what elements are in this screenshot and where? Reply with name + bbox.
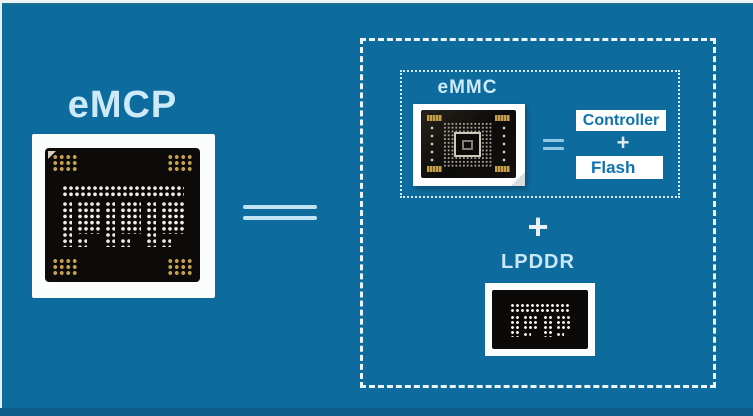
gold-pad-bar (427, 115, 442, 121)
bottom-edge-strip (0, 408, 753, 416)
lpddr-chip-body (492, 290, 588, 349)
lpddr-chip-image (485, 283, 595, 356)
side-pad-column (430, 124, 434, 164)
emmc-chip-body (421, 110, 516, 178)
controller-label-box: Controller (576, 110, 666, 131)
bga-grid-pattern (443, 122, 492, 167)
emcp-chip-body (45, 148, 200, 282)
page-curl (511, 172, 525, 186)
bga-ball-pattern (510, 303, 570, 337)
equals-icon (243, 205, 317, 227)
gold-pad-bar (427, 166, 442, 172)
equals-icon-small (543, 139, 564, 155)
lpddr-label: LPDDR (501, 251, 575, 273)
gold-pad-cluster (52, 258, 78, 275)
emcp-chip-image (32, 134, 215, 298)
die-core (462, 139, 473, 150)
gold-pad-bar (495, 166, 510, 172)
top-edge-line (0, 3, 753, 5)
emcp-label: eMCP (67, 84, 178, 126)
side-pad-column (502, 124, 506, 164)
left-edge-strip (0, 0, 2, 416)
gold-pad-cluster (167, 154, 193, 171)
flash-label-box: Flash (576, 156, 663, 179)
gold-pad-cluster (52, 154, 78, 171)
plus-sign-inner: + (616, 130, 630, 155)
gold-pad-cluster (167, 258, 193, 275)
emmc-dotted-box (400, 70, 680, 198)
die-ring (454, 132, 481, 157)
emmc-label: eMMC (437, 77, 498, 98)
emmc-chip-image (413, 104, 525, 186)
plus-sign-outer: + (527, 206, 549, 247)
bga-ball-pattern (62, 185, 184, 247)
composition-dashed-box (360, 38, 716, 388)
gold-pad-bar (495, 115, 510, 121)
top-edge-strip (0, 0, 753, 3)
